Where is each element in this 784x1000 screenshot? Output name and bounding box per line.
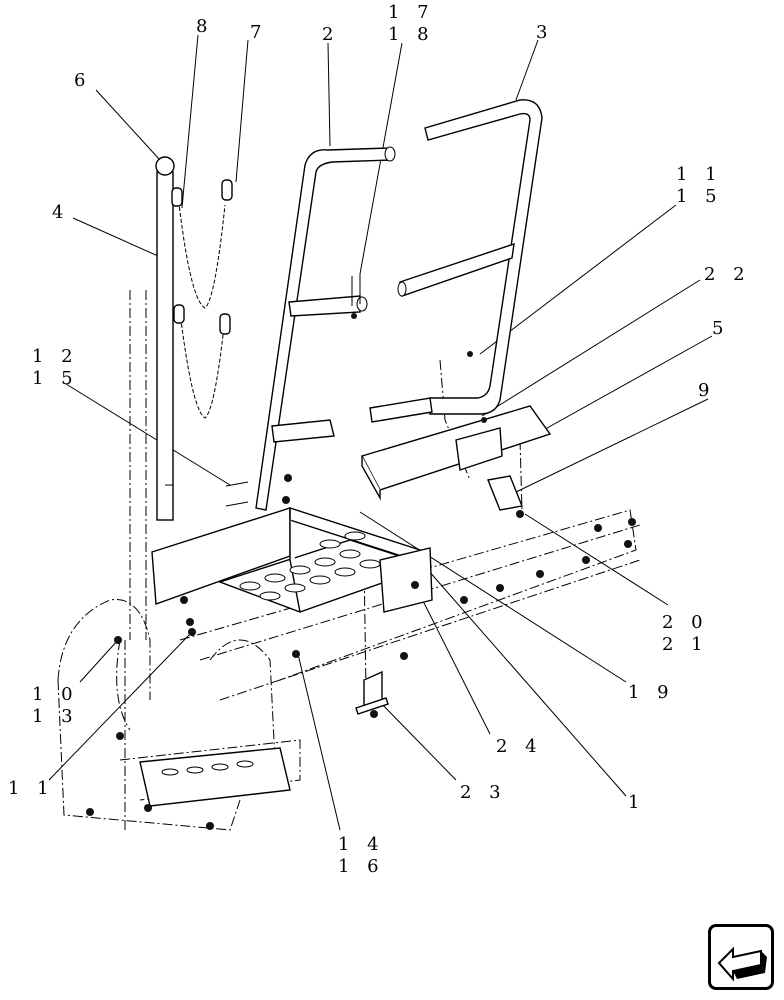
callout-22: 2 2 bbox=[704, 264, 751, 285]
callout-4: 4 bbox=[52, 202, 69, 223]
callout-14: 1 4 bbox=[338, 834, 385, 855]
callout-13: 1 3 bbox=[32, 706, 79, 727]
small-bracket bbox=[487, 475, 523, 511]
callout-23: 2 3 bbox=[460, 782, 507, 803]
previous-page-button[interactable] bbox=[708, 924, 774, 990]
callout-6: 6 bbox=[74, 70, 91, 91]
callout-16: 1 6 bbox=[338, 856, 385, 877]
right-handrail bbox=[369, 99, 543, 423]
callout-15-upper: 1 5 bbox=[676, 186, 723, 207]
callout-11-upper: 1 1 bbox=[676, 164, 723, 185]
cover-plate bbox=[360, 405, 552, 501]
callout-20: 2 0 bbox=[662, 612, 709, 633]
callout-10: 1 0 bbox=[32, 684, 79, 705]
fasteners bbox=[86, 274, 636, 830]
callout-1: 1 bbox=[628, 792, 645, 813]
callout-9: 9 bbox=[698, 380, 715, 401]
safety-chains bbox=[171, 179, 233, 419]
callout-5: 5 bbox=[712, 318, 729, 339]
step-assembly bbox=[151, 507, 433, 613]
callout-7: 7 bbox=[250, 22, 267, 43]
leader-lines bbox=[48, 34, 713, 831]
callout-3: 3 bbox=[536, 22, 553, 43]
callout-17: 1 7 bbox=[388, 2, 435, 23]
callout-12: 1 2 bbox=[32, 346, 79, 367]
previous-page-arrow-icon bbox=[717, 946, 767, 982]
lower-step bbox=[139, 747, 291, 807]
callout-19: 1 9 bbox=[628, 682, 675, 703]
callout-11-lower: 1 1 bbox=[8, 778, 55, 799]
callout-labels: 8 7 2 1 7 1 8 3 6 1 1 1 5 4 2 2 5 1 2 1 … bbox=[8, 2, 751, 877]
grab-pole bbox=[155, 156, 175, 521]
lower-bracket bbox=[355, 670, 389, 715]
callout-21: 2 1 bbox=[662, 634, 709, 655]
callout-8: 8 bbox=[196, 16, 213, 37]
callout-15-left: 1 5 bbox=[32, 368, 79, 389]
callout-2: 2 bbox=[322, 24, 339, 45]
callout-18: 1 8 bbox=[388, 24, 435, 45]
left-handrail bbox=[255, 146, 396, 511]
callout-24: 2 4 bbox=[496, 736, 543, 757]
